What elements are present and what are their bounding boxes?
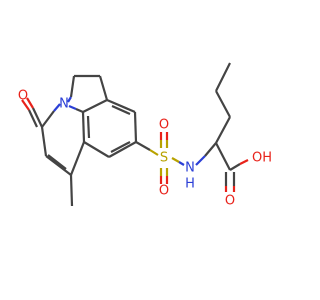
bond [178,161,185,166]
bond [53,103,61,112]
bond [195,155,206,166]
bond [81,111,86,143]
carbon-bonds [40,62,231,207]
bond [215,90,231,118]
bond [204,142,217,157]
bond [69,174,74,207]
bond [68,104,77,111]
amide-nitrogen-label: N [185,161,195,176]
sulfonyl-oxygen-bottom-label: O [159,184,169,199]
ketone-oxygen-label: O [18,89,28,104]
bond [83,141,110,158]
bond [110,141,131,153]
bond [133,111,138,143]
atom-labels: O N S O O N H OH O [18,89,272,209]
bond [86,115,91,139]
bond [41,110,55,128]
bond [111,104,131,116]
amide-hydrogen-label: H [185,177,195,192]
bond [32,107,43,128]
bond [108,141,137,158]
acid-carbonyl-oxygen-label: O [225,194,235,209]
bond [215,142,231,171]
structure-canvas: O N S O O N H OH O [17,62,273,209]
bond [67,96,72,103]
bond [47,154,67,170]
bond [69,141,86,176]
bond [40,126,48,157]
bond [239,159,249,165]
bond [28,109,38,128]
bond [98,75,109,101]
bond [26,97,34,109]
bond [69,75,76,98]
molecule-diagram: O N S O O N H OH O [18,62,272,209]
bond [75,107,84,114]
hetero-bonds [21,96,249,192]
acid-hydroxyl-label: OH [252,151,272,166]
bond [45,155,72,176]
bond [171,157,180,163]
sulfur-label: S [160,151,168,166]
bond [106,98,136,114]
bond [82,99,108,113]
bond [229,163,241,171]
bond [21,99,30,111]
bond [149,149,159,156]
sulfonyl-oxygen-top-label: O [159,118,169,133]
bond [215,62,231,92]
bond [135,141,151,151]
bond [215,116,231,144]
ring-nitrogen-label: N [59,97,69,112]
